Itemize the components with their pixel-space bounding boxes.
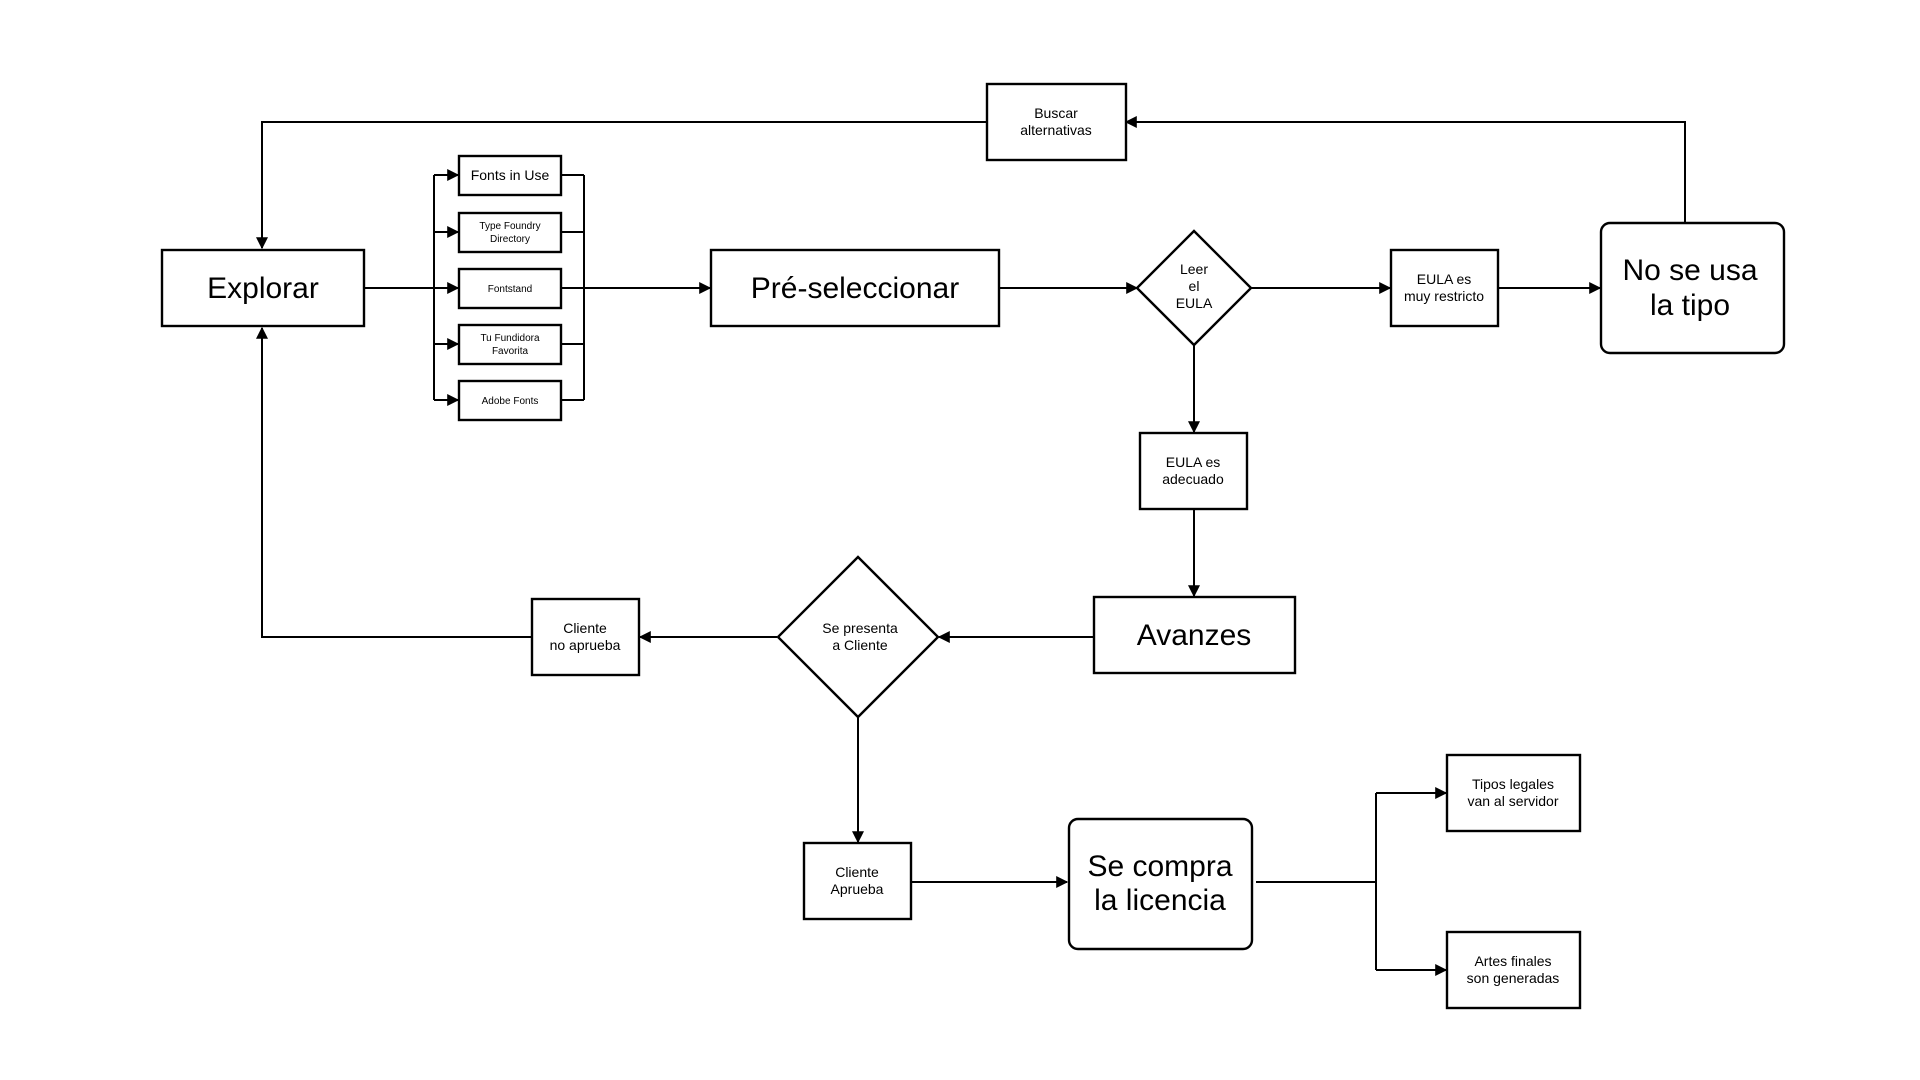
leer-eula-line-2: el (1189, 278, 1200, 294)
edge-noaprueba-to-explorar (256, 326, 532, 638)
edge-buscar-to-explorar (256, 121, 987, 250)
leer-eula-line-1: Leer (1180, 261, 1208, 277)
fonts-in-use-label: Fonts in Use (471, 167, 550, 183)
se-presenta-line-2: a Cliente (832, 637, 887, 653)
tipos-legales-line-1: Tipos legales (1472, 776, 1554, 792)
tu-fundidora-line-1: Tu Fundidora (480, 333, 540, 344)
node-avanzes: Avanzes (1092, 595, 1297, 675)
node-fonts-in-use: Fonts in Use (457, 154, 563, 197)
adobe-fonts-label: Adobe Fonts (482, 396, 539, 407)
tipos-legales-line-2: van al servidor (1467, 793, 1558, 809)
artes-finales-line-2: son generadas (1467, 970, 1560, 986)
explorar-label: Explorar (207, 272, 319, 305)
buscar-line-1: Buscar (1034, 105, 1078, 121)
fontstand-label: Fontstand (488, 284, 532, 295)
type-foundry-line-1: Type Foundry (479, 221, 540, 232)
no-se-usa-line-1: No se usa (1622, 254, 1757, 287)
se-compra-line-2: la licencia (1094, 884, 1226, 917)
edges (256, 116, 1686, 976)
edge-nouso-to-buscar (1124, 116, 1686, 222)
type-foundry-line-2: Directory (490, 234, 530, 245)
node-adobe-fonts: Adobe Fonts (457, 379, 563, 422)
node-pre-seleccionar: Pré-seleccionar (709, 248, 1001, 328)
buscar-line-2: alternativas (1020, 122, 1092, 138)
pre-seleccionar-label: Pré-seleccionar (751, 272, 959, 305)
se-presenta-line-1: Se presenta (822, 620, 898, 636)
no-se-usa-line-2: la tipo (1650, 289, 1730, 322)
cliente-aprueba-line-1: Cliente (835, 864, 879, 880)
leer-eula-line-3: EULA (1176, 295, 1213, 311)
cliente-no-line-2: no aprueba (550, 637, 621, 653)
eula-adecuado-line-1: EULA es (1166, 454, 1220, 470)
node-fontstand: Fontstand (457, 267, 563, 310)
avanzes-label: Avanzes (1137, 619, 1252, 652)
eula-restricto-line-2: muy restricto (1404, 288, 1484, 304)
eula-adecuado-line-2: adecuado (1162, 471, 1224, 487)
artes-finales-line-1: Artes finales (1474, 953, 1551, 969)
tu-fundidora-line-2: Favorita (492, 346, 529, 357)
eula-restricto-line-1: EULA es (1417, 271, 1471, 287)
cliente-no-line-1: Cliente (563, 620, 607, 636)
cliente-aprueba-line-2: Aprueba (831, 881, 884, 897)
se-compra-line-1: Se compra (1087, 850, 1232, 883)
node-explorar: Explorar (160, 248, 366, 328)
